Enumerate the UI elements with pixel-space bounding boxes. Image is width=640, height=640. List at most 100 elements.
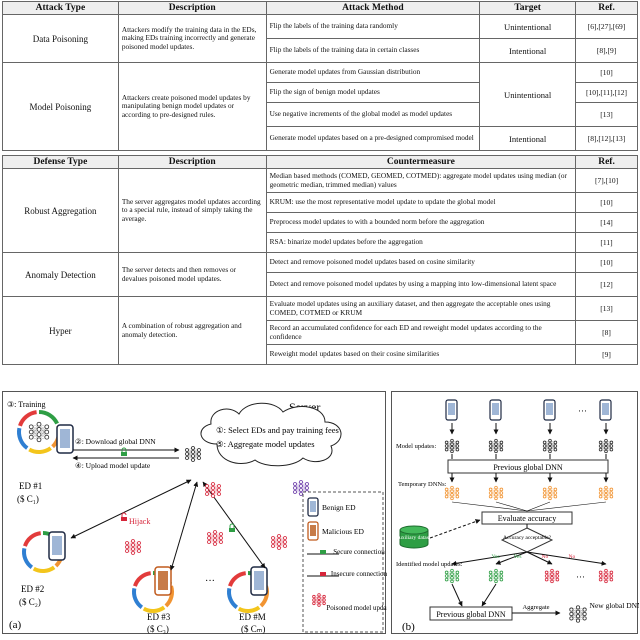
- no-label: No: [569, 554, 576, 560]
- header-ref: Ref.: [575, 155, 638, 169]
- target-cell: Unintentional: [479, 14, 577, 39]
- ed3-connection: [169, 481, 199, 571]
- defense-table: Defense Type Description Countermeasure …: [2, 155, 638, 365]
- no-label: No: [542, 554, 549, 560]
- temporary-dnns: [444, 473, 614, 512]
- new-global-dnn-icon: [569, 605, 587, 623]
- poisoned-update-icon: [312, 593, 326, 607]
- identified-update-icon: [444, 568, 460, 584]
- ref-cell: [10]: [575, 62, 638, 83]
- temporary-dnn-icon: [488, 485, 504, 501]
- ref-cell: [10]: [575, 252, 638, 273]
- ref-cell: [6],[27],[69]: [575, 14, 638, 39]
- ed2-cost: ($ C₂): [19, 597, 41, 607]
- ref-cell: [9]: [575, 344, 638, 365]
- ed2-label: ED #2: [21, 584, 44, 594]
- poisoned-update-icon: [125, 539, 141, 555]
- figure-a-panel: Server ①: Select EDs and pay training fe…: [2, 391, 392, 634]
- previous-dnn-label: Previous global DNN: [493, 463, 563, 472]
- temporary-dnn-icon: [542, 485, 558, 501]
- ed3-label: ED #3: [147, 612, 171, 622]
- legend-secure-text: Secure connection: [333, 548, 385, 556]
- temporary-label: Temporary DNNs:: [398, 481, 447, 488]
- ed1-cost: ($ C₁): [17, 494, 39, 504]
- attack-type-cell: Model Poisoning: [2, 62, 119, 151]
- new-global-dnn-icon: [569, 605, 587, 623]
- figure-a-diagram: Server ①: Select EDs and pay training fe…: [7, 400, 392, 634]
- attack-method-cell: Generate model updates from Gaussian dis…: [265, 62, 481, 83]
- countermeasure-cell: Reweight model updates based on their co…: [265, 344, 577, 365]
- header-attack-method: Attack Method: [265, 1, 481, 15]
- header-description: Description: [117, 1, 267, 15]
- countermeasure-cell: KRUM: use the most representative model …: [265, 192, 577, 213]
- model-update-networks: [444, 423, 614, 459]
- poisoned-update-icon: [205, 482, 221, 498]
- identified-update-icon: [488, 568, 504, 584]
- model-update-icons: [125, 480, 309, 555]
- header-target: Target: [479, 1, 577, 15]
- ref-cell: [12]: [575, 272, 638, 297]
- attack-type-cell: Data Poisoning: [2, 14, 119, 63]
- evaluate-label: Evaluate accuracy: [498, 514, 556, 523]
- attack-table: Attack Type Description Attack Method Ta…: [2, 1, 638, 151]
- ref-cell: [8]: [575, 320, 638, 345]
- defense-description-cell: The server detects and then removes or d…: [117, 252, 267, 297]
- ref-cell: [14]: [575, 212, 638, 233]
- temporary-dnn-icon: [444, 485, 460, 501]
- panel-b-label: (b): [402, 621, 415, 633]
- secure-lock-icon: [229, 523, 235, 532]
- legend-secure: Secure connection: [333, 548, 385, 556]
- new-dnn-label: New global DNN: [590, 601, 639, 610]
- legend-insecure: Insecure connection: [331, 570, 387, 578]
- training-network-icon: [28, 421, 50, 443]
- temporary-dnn-icon: [598, 485, 614, 501]
- figure-b-panel: ··· Model updates: Previous global DNN T…: [391, 391, 640, 634]
- secure-lock-icon: [320, 550, 326, 554]
- identified-label: Identified model updates:: [396, 561, 463, 568]
- legend-benign: Benign ED: [322, 503, 356, 512]
- ed1-device: [17, 410, 74, 454]
- malicious-legend-icon: [307, 521, 319, 541]
- cloud-icon: [200, 402, 342, 467]
- ref-cell: [13]: [575, 296, 638, 321]
- previous-dnn-box: [447, 459, 609, 474]
- edm-device: [227, 566, 269, 613]
- countermeasure-cell: Detect and remove poisoned model updates…: [265, 252, 577, 273]
- edm-cost: ($ Cₘ): [241, 624, 265, 634]
- defense-type-cell: Robust Aggregation: [2, 168, 119, 253]
- previous-dnn2-label: Previous global DNN: [436, 610, 506, 619]
- ed3-malicious-device: [132, 566, 174, 613]
- poisoned-update-icon: [271, 534, 287, 550]
- legend-malicious: Malicious ED: [322, 527, 364, 536]
- ed-phone-icon: [489, 399, 502, 421]
- countermeasure-cell: RSA: binarize model updates before the a…: [265, 232, 577, 253]
- ref-cell: [11]: [575, 232, 638, 253]
- attack-description-cell: Attackers create poisoned model updates …: [117, 62, 267, 151]
- step3-text: ③: Training: [7, 400, 46, 409]
- edm-label: ED #M: [239, 612, 266, 622]
- ed-phones-row: ···: [445, 399, 612, 421]
- ed2-device: [22, 531, 66, 573]
- ref-cell: [8],[9]: [575, 38, 638, 63]
- header-description: Description: [117, 155, 267, 169]
- aggregate-label: Aggregate: [522, 604, 549, 611]
- yes-label: Yes: [492, 554, 500, 560]
- countermeasure-cell: Evaluate model updates using an auxiliar…: [265, 296, 577, 321]
- server-network-icon: [185, 446, 201, 462]
- model-updates-label: Model updates:: [396, 443, 436, 450]
- auxiliary-label: Auxiliary dataset: [395, 535, 433, 541]
- auxiliary-dataset-icon: [399, 525, 429, 549]
- header-countermeasure: Countermeasure: [265, 155, 577, 169]
- ellipsis: ···: [576, 572, 585, 582]
- model-update-icon: [444, 438, 460, 454]
- attack-method-cell: Generate model updates based on a pre-de…: [265, 126, 481, 151]
- defense-type-cell: Anomaly Detection: [2, 252, 119, 297]
- legend-poisoned: Poisoned model update: [326, 604, 387, 612]
- model-update-icon: [488, 438, 504, 454]
- ellipsis: ···: [205, 576, 215, 587]
- hijack-label: Hijack: [129, 517, 150, 526]
- figure-b-diagram: ··· Model updates: Previous global DNN T…: [395, 399, 640, 633]
- poisoned-update-icon: [207, 530, 223, 546]
- ref-cell: [8],[12],[13]: [575, 126, 638, 151]
